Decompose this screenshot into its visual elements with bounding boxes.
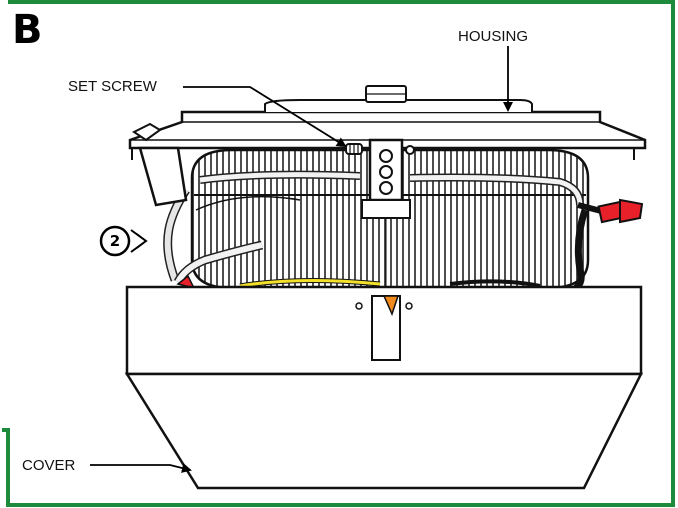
cover bbox=[124, 285, 644, 490]
housing-label: HOUSING bbox=[458, 28, 529, 45]
step-callout-2 bbox=[99, 225, 148, 257]
leader-lines bbox=[90, 46, 513, 473]
inner-wires bbox=[176, 274, 541, 290]
white-wires bbox=[173, 170, 584, 285]
cover-label: COVER bbox=[22, 457, 76, 474]
step-number: 2 bbox=[109, 232, 121, 250]
set-screw-label: SET SCREW bbox=[68, 78, 157, 95]
left-bracket bbox=[132, 122, 188, 207]
set-screw bbox=[345, 143, 415, 155]
right-wire-connector bbox=[568, 198, 644, 296]
panel-letter: B bbox=[12, 7, 43, 53]
terminal-block bbox=[361, 138, 411, 288]
